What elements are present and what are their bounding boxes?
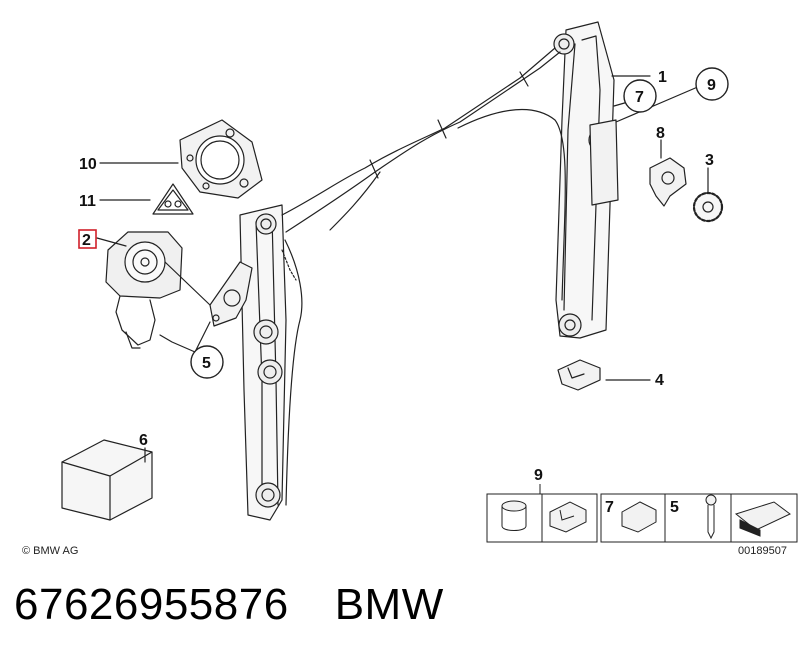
- legend-item-5: 5: [670, 499, 679, 516]
- callout-5: 5: [202, 355, 211, 372]
- window-motor: [105, 231, 211, 349]
- gear-part: [692, 191, 724, 223]
- callout-10: 10: [79, 156, 97, 173]
- callout-5-circle: [190, 345, 224, 379]
- legend-clip-part: [549, 501, 587, 533]
- copyright: © BMW AG: [22, 545, 78, 557]
- callout-7: 7: [635, 89, 644, 106]
- callout-4: 4: [655, 372, 664, 389]
- callout-9: 9: [707, 77, 716, 94]
- gasket-plate: [179, 119, 263, 199]
- footer-caption: 67626955876 BMW: [14, 580, 490, 630]
- callout-8: 8: [656, 125, 665, 142]
- legend-group-9: 9: [534, 467, 543, 484]
- parts-legend: 9 7 5: [486, 467, 798, 543]
- callout-labels: 1 2 3 4 5 6 7 8 9 10 11: [79, 69, 716, 449]
- legend-screw-part: [705, 494, 717, 540]
- callout-7-circle: [623, 79, 657, 113]
- legend-item-7: 7: [605, 499, 614, 516]
- callout-1: 1: [658, 69, 667, 86]
- callout-6: 6: [139, 432, 148, 449]
- guide-clip: [557, 359, 601, 391]
- part-number: 67626955876: [14, 580, 289, 629]
- brand-name: BMW: [334, 580, 444, 629]
- legend-direction-icon: [734, 501, 791, 537]
- grease-box: [61, 439, 153, 521]
- legend-box-5: [664, 493, 732, 543]
- motor-mount-bracket: [209, 261, 253, 327]
- legend-cap-part: [501, 500, 527, 531]
- clip-part: [649, 157, 687, 207]
- callout-circles: [78, 67, 729, 379]
- highlight-box: [78, 229, 97, 249]
- regulator-left-rail: [239, 204, 287, 521]
- regulator-right-rail: [553, 21, 619, 339]
- callout-9-circle: [695, 67, 729, 101]
- callout-11: 11: [79, 193, 96, 210]
- regulator-cables: [281, 47, 566, 506]
- callout-3: 3: [705, 152, 714, 169]
- callout-2: 2: [82, 232, 91, 249]
- warning-label: [152, 183, 194, 215]
- diagram-number: 00189507: [738, 545, 787, 557]
